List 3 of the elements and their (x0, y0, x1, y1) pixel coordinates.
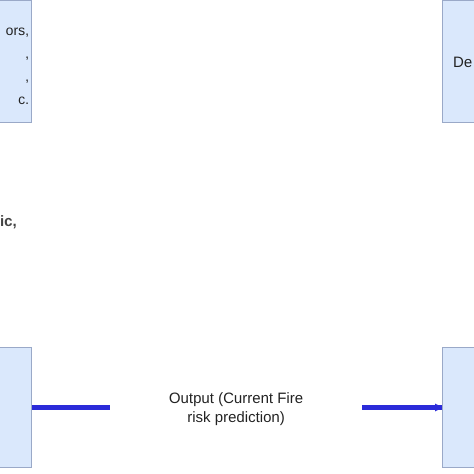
box-text: ors, , , c. (4, 21, 29, 109)
box-text: De (453, 53, 472, 73)
text-label: ic, (0, 212, 17, 232)
